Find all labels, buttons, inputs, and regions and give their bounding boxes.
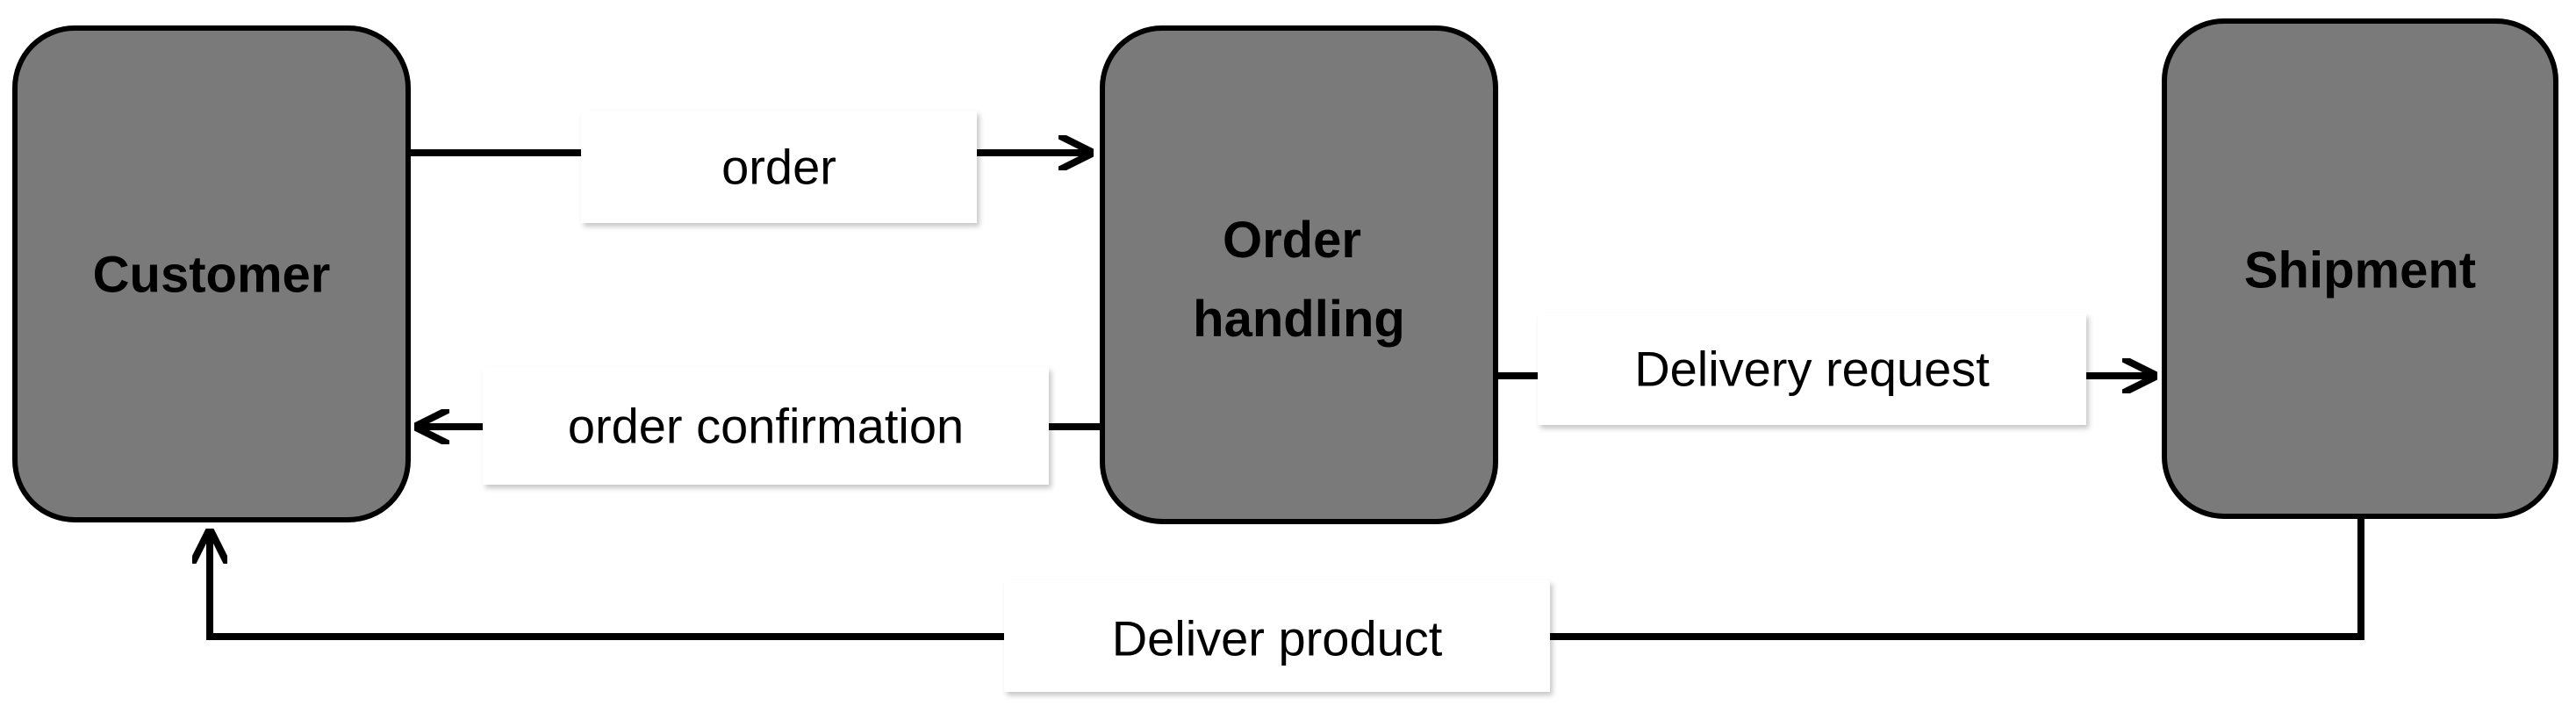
node-shipment: Shipment	[2162, 18, 2558, 519]
node-label: Order handling	[1193, 212, 1405, 348]
label-box	[483, 367, 1049, 485]
edge-label-delivery-request: Delivery request	[1538, 313, 2086, 425]
label-box	[1004, 580, 1550, 692]
node-box	[1100, 25, 1498, 524]
edge-label-order: order	[581, 111, 977, 223]
node-label: Shipment	[2244, 242, 2476, 299]
edge-label-text: order confirmation	[568, 399, 964, 454]
node-label: Customer	[93, 247, 331, 304]
node-customer: Customer	[12, 25, 411, 522]
node-label-line-2: handling	[1193, 291, 1405, 348]
label-box	[1538, 313, 2086, 425]
node-box	[12, 25, 411, 522]
edge-label-text: Deliver product	[1112, 611, 1443, 666]
edge-label-deliver-product: Deliver product	[1004, 580, 1550, 692]
edge-label-text: Delivery request	[1634, 342, 1990, 397]
node-box	[2162, 18, 2558, 519]
node-order-handling: Order handling	[1100, 25, 1498, 524]
label-box	[581, 111, 977, 223]
edge-label-order-confirmation: order confirmation	[483, 367, 1049, 485]
node-label-line-1: Order	[1223, 212, 1361, 269]
edge-label-text: order	[721, 140, 836, 195]
